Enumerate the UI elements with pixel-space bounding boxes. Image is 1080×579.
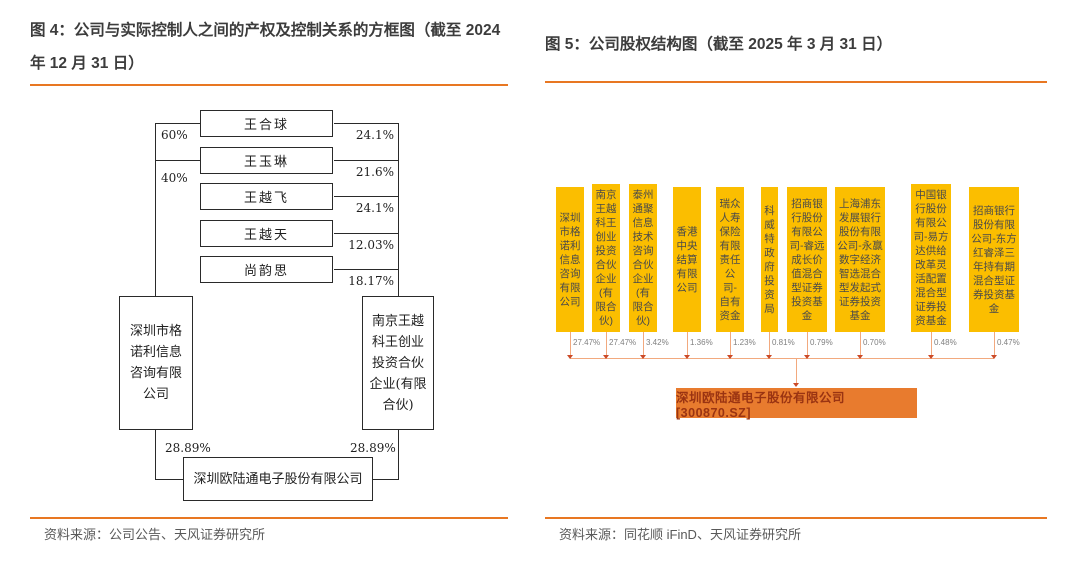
connector-stub-right-5 (334, 269, 398, 270)
shareholder-box-9: 中国银行股份有限公司-易方达供给改革灵活配置混合型证券投资基金 (911, 184, 951, 332)
holding-pct-5: 1.23% (733, 338, 756, 347)
holding-pct-4: 1.36% (690, 338, 713, 347)
figure4-source: 资料来源：公司公告、天风证券研究所 (44, 527, 266, 542)
shareholder-box-4: 香港中央结算有限公司 (673, 187, 701, 332)
connector-right-in (371, 479, 399, 480)
connector-left-trunk (155, 123, 156, 296)
shareholder-box-10: 招商银行股份有限公司-东方红睿泽三年持有期混合型证券投资基金 (969, 187, 1019, 332)
connector-left-down (155, 430, 156, 479)
junction-arrow-2 (603, 355, 609, 359)
connector-stub-left-2 (155, 160, 200, 161)
right-company-box: 南京王越科王创业投资合伙企业(有限合伙) (362, 296, 434, 430)
shareholder-box-6: 科威特政府投资局 (761, 187, 778, 332)
junction-arrow-1 (567, 355, 573, 359)
holding-pct-3: 3.42% (646, 338, 669, 347)
ownership-pct-40: 40% (161, 171, 188, 185)
shareholder-box-2: 南京王越科王创业投资合伙企业(有限合伙) (592, 184, 620, 332)
holding-pct-8: 0.70% (863, 338, 886, 347)
person-box-1: 王合球 (200, 110, 333, 137)
person-box-5: 尚韵思 (200, 256, 333, 283)
holding-pct-7: 0.79% (810, 338, 833, 347)
drop-line-9 (931, 332, 932, 358)
junction-arrow-5 (727, 355, 733, 359)
person-box-3: 王越飞 (200, 183, 333, 210)
company-arrow (793, 383, 799, 387)
shareholder-box-1: 深圳市格诺利信息咨询有限公司 (556, 187, 584, 332)
drop-line-10 (994, 332, 995, 358)
junction-arrow-6 (766, 355, 772, 359)
connector-stub-right-4 (334, 233, 398, 234)
person-box-2: 王玉琳 (200, 147, 333, 174)
shareholder-box-3: 泰州通聚信息技术咨询合伙企业(有限合伙) (629, 184, 657, 332)
connector-right-trunk (398, 123, 399, 296)
figure5-source: 资料来源：同花顺 iFinD、天风证券研究所 (559, 527, 801, 542)
drop-line-1 (570, 332, 571, 358)
connector-left-in (155, 479, 183, 480)
shareholder-box-7: 招商银行股份有限公司-睿远成长价值混合型证券投资基金 (787, 187, 827, 332)
drop-line-6 (769, 332, 770, 358)
drop-line-7 (807, 332, 808, 358)
holding-pct-2: 27.47% (609, 338, 637, 347)
connector-stub-left-1 (155, 123, 200, 124)
drop-line-4 (687, 332, 688, 358)
ownership-pct-right-5: 18.17% (348, 274, 394, 288)
left-company-pct: 28.89% (165, 441, 211, 455)
person-box-4: 王越天 (200, 220, 333, 247)
junction-arrow-7 (804, 355, 810, 359)
ownership-pct-right-1: 24.1% (355, 128, 394, 142)
ownership-pct-right-2: 21.6% (355, 165, 394, 179)
junction-arrow-3 (640, 355, 646, 359)
junction-arrow-4 (684, 355, 690, 359)
drop-line-5 (730, 332, 731, 358)
ownership-pct-60: 60% (161, 128, 188, 142)
junction-arrow-10 (991, 355, 997, 359)
drop-line-8 (860, 332, 861, 358)
connector-stub-right-3 (334, 196, 398, 197)
drop-line-2 (606, 332, 607, 358)
figure5-title: 图 5：公司股权结构图（截至 2025 年 3 月 31 日） (545, 36, 893, 53)
listed-company-box: 深圳欧陆通电子股份有限公司 (183, 457, 373, 501)
shareholder-box-8: 上海浦东发展银行股份有限公司-永赢数字经济智选混合型发起式证券投资基金 (835, 187, 885, 332)
ownership-pct-right-4: 12.03% (348, 238, 394, 252)
company-drop-line (796, 358, 797, 384)
figure5-top-rule (545, 81, 1047, 83)
junction-arrow-9 (928, 355, 934, 359)
right-company-pct: 28.89% (350, 441, 396, 455)
bus-line (570, 358, 994, 359)
holding-pct-6: 0.81% (772, 338, 795, 347)
listed-company-banner: 深圳欧陆通电子股份有限公司[300870.SZ] (676, 388, 917, 420)
holding-pct-9: 0.48% (934, 338, 957, 347)
figure4-top-rule (30, 84, 508, 86)
shareholder-box-5: 瑞众人寿保险有限责任公司-自有资金 (716, 187, 744, 332)
figure5-bottom-rule (545, 517, 1047, 519)
drop-line-3 (643, 332, 644, 358)
holding-pct-10: 0.47% (997, 338, 1020, 347)
connector-stub-right-2 (334, 160, 398, 161)
figure4-title: 图 4：公司与实际控制人之间的产权及控制关系的方框图（截至 2024 年 12 … (30, 22, 501, 72)
connector-right-down (398, 430, 399, 479)
connector-stub-right-1 (334, 123, 398, 124)
figure4-bottom-rule (30, 517, 508, 519)
left-company-box: 深圳市格诺利信息咨询有限公司 (119, 296, 193, 430)
junction-arrow-8 (857, 355, 863, 359)
ownership-pct-right-3: 24.1% (355, 201, 394, 215)
holding-pct-1: 27.47% (573, 338, 601, 347)
